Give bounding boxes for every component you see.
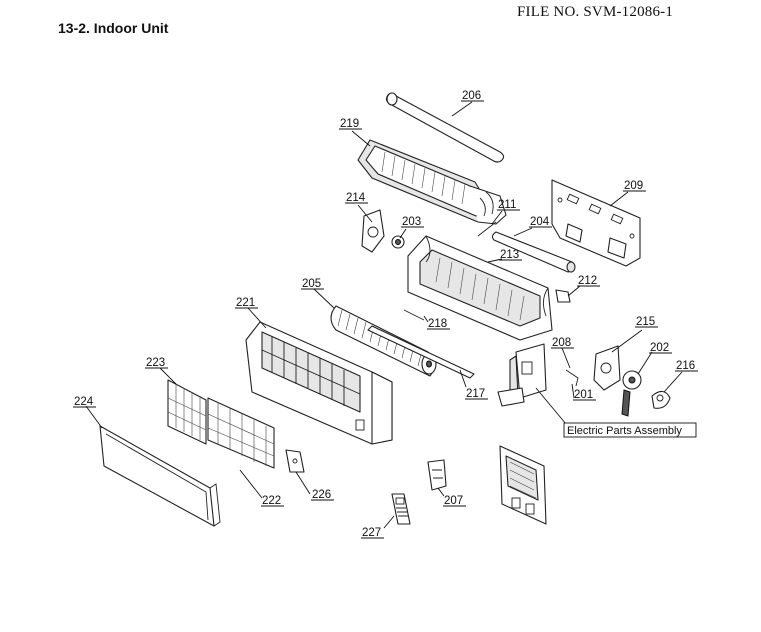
part-213-chassis <box>407 235 553 341</box>
part-218-link <box>403 309 425 321</box>
svg-text:208: 208 <box>552 337 571 349</box>
svg-text:211: 211 <box>498 199 516 211</box>
label-211: 211 <box>497 199 520 211</box>
part-219-heat-exchanger <box>357 139 507 225</box>
label-226: 226 <box>311 489 334 501</box>
svg-text:216: 216 <box>676 360 695 372</box>
part-204-drain-pipe <box>491 231 576 273</box>
svg-text:221: 221 <box>236 297 255 309</box>
part-206-pipe <box>385 92 505 163</box>
label-216: 216 <box>675 360 698 372</box>
part-214-bearing-support <box>361 209 385 253</box>
svg-text:218: 218 <box>428 318 447 330</box>
part-203-bearing <box>391 235 405 249</box>
part-215-motor-cover <box>593 345 621 391</box>
label-218: 218 <box>427 318 450 330</box>
svg-text:213: 213 <box>500 249 519 261</box>
svg-text:217: 217 <box>466 388 485 400</box>
svg-text:203: 203 <box>402 216 421 228</box>
svg-text:215: 215 <box>636 316 655 328</box>
label-221: 221 <box>235 297 258 309</box>
label-219: 219 <box>339 118 362 130</box>
label-209: 209 <box>623 180 646 192</box>
section-title: 13-2. Indoor Unit <box>58 20 169 36</box>
part-208-control-box <box>497 343 547 407</box>
part-211-thermistor <box>477 221 497 237</box>
label-203: 203 <box>401 216 424 228</box>
label-222: 222 <box>261 495 284 507</box>
label-224: 224 <box>73 396 96 408</box>
svg-text:Electric Parts Assembly: Electric Parts Assembly <box>567 425 682 437</box>
part-227-remote-controller <box>391 493 411 525</box>
svg-text:224: 224 <box>74 396 94 408</box>
label-217: 217 <box>465 388 488 400</box>
svg-text:205: 205 <box>302 278 321 290</box>
part-224-front-panel <box>99 425 221 527</box>
electric-parts-assembly-label: Electric Parts Assembly <box>563 422 697 438</box>
svg-text:206: 206 <box>462 90 481 102</box>
svg-text:212: 212 <box>578 275 597 287</box>
label-202: 202 <box>649 342 672 354</box>
part-216-motor-band <box>651 390 671 409</box>
label-205: 205 <box>301 278 324 290</box>
part-217-louver <box>367 325 475 379</box>
label-215: 215 <box>635 316 658 328</box>
label-214: 214 <box>345 192 368 204</box>
svg-text:214: 214 <box>346 192 366 204</box>
file-number: FILE NO. SVM-12086-1 <box>517 4 674 20</box>
part-223-air-filter <box>167 379 275 469</box>
label-223: 223 <box>145 357 168 369</box>
part-202-fan-motor <box>621 370 642 417</box>
part-226-cover <box>285 449 305 473</box>
svg-text:204: 204 <box>530 216 550 228</box>
part-207-holder <box>427 459 447 491</box>
svg-text:223: 223 <box>146 357 165 369</box>
part-209-mounting-plate <box>551 179 641 267</box>
label-212: 212 <box>577 275 600 287</box>
label-213: 213 <box>499 249 522 261</box>
svg-text:202: 202 <box>650 342 669 354</box>
svg-text:207: 207 <box>444 495 463 507</box>
label-204: 204 <box>529 216 552 228</box>
part-212-drain-cap <box>555 289 571 303</box>
label-201: 201 <box>573 389 596 401</box>
svg-text:209: 209 <box>624 180 643 192</box>
label-227: 227 <box>361 527 384 539</box>
svg-text:227: 227 <box>362 527 381 539</box>
svg-text:226: 226 <box>312 489 331 501</box>
svg-text:201: 201 <box>574 389 593 401</box>
part-221-front-cabinet <box>245 321 393 445</box>
part-201-wire <box>565 369 579 387</box>
svg-text:222: 222 <box>262 495 281 507</box>
label-208: 208 <box>551 337 574 349</box>
svg-text:219: 219 <box>340 118 359 130</box>
part-control-board <box>499 445 547 525</box>
label-207: 207 <box>443 495 466 507</box>
label-206: 206 <box>461 90 484 102</box>
